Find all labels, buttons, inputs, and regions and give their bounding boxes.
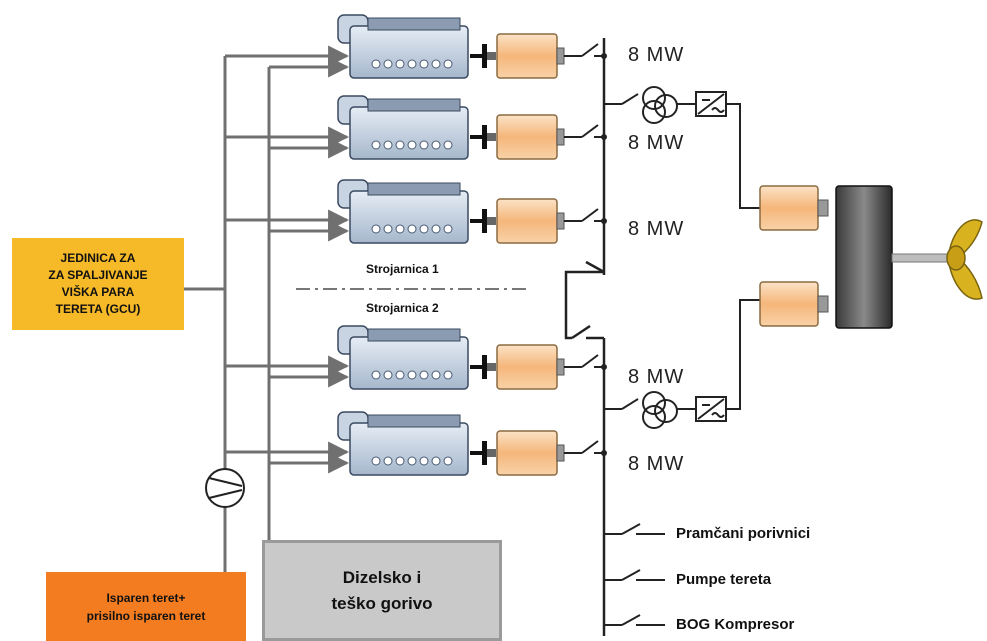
diesel-engine-icon: [337, 95, 469, 160]
fuel-label: Dizelsko i teško gorivo: [331, 567, 433, 613]
compressor-icon: [205, 468, 245, 508]
propulsion-motor-lower: [759, 281, 829, 327]
generator-power-label: 8 MW: [628, 132, 685, 154]
consumer-label-bog-compressor: BOG Kompresor: [676, 616, 795, 633]
generator-icon: [496, 114, 558, 160]
boiloff-box: Isparen teret+ prisilno isparen teret: [46, 572, 246, 641]
engine-unit-2: [337, 95, 607, 160]
consumer-label-bow-thrusters: Pramčani porivnici: [676, 525, 811, 542]
engine-unit-4: [337, 325, 607, 390]
diesel-engine-icon: [337, 14, 469, 79]
generator-icon: [496, 198, 558, 244]
transformer-converter-upper: [604, 86, 760, 209]
gcu-box: JEDINICA ZA ZA SPALJIVANJE VIŠKA PARA TE…: [12, 238, 184, 330]
engine-unit-5: [337, 411, 607, 476]
transformer-converter-lower: [604, 299, 760, 429]
engine-room-1-label: Strojarnica 1: [366, 262, 439, 276]
boiloff-label: Isparen teret+ prisilno isparen teret: [86, 590, 206, 623]
gcu-label: JEDINICA ZA ZA SPALJIVANJE VIŠKA PARA TE…: [48, 251, 148, 316]
generator-power-label: 8 MW: [628, 453, 685, 475]
generator-power-label: 8 MW: [628, 218, 685, 240]
generator-icon: [496, 33, 558, 79]
engine-unit-1: [337, 14, 607, 79]
busbars: [564, 38, 606, 636]
fuel-piping: [184, 45, 350, 572]
engine-unit-3: [337, 179, 607, 244]
diesel-engine-icon: [337, 411, 469, 476]
propeller-shaft: [891, 253, 949, 263]
generator-icon: [496, 344, 558, 390]
propulsion-motor-upper: [759, 185, 829, 231]
generator-icon: [496, 430, 558, 476]
generator-power-label: 8 MW: [628, 44, 685, 66]
consumer-label-cargo-pumps: Pumpe tereta: [676, 571, 772, 588]
consumer-feeders: [604, 523, 665, 626]
fuel-box: Dizelsko i teško gorivo: [262, 540, 502, 641]
diesel-engine-icon: [337, 325, 469, 390]
generator-power-label: 8 MW: [628, 366, 685, 388]
gearbox-icon: [835, 185, 893, 329]
engine-room-2-label: Strojarnica 2: [366, 301, 439, 315]
diesel-engine-icon: [337, 179, 469, 244]
propeller-icon: [946, 219, 983, 300]
